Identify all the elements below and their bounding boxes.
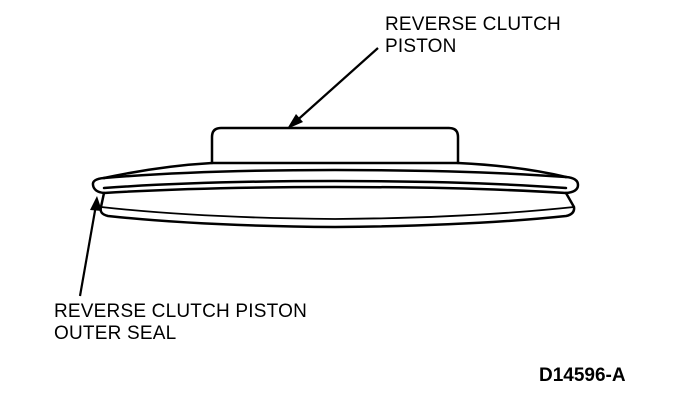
seal-lip (102, 185, 568, 195)
outer-seal-upper (102, 168, 568, 180)
figure-id: D14596-A (539, 365, 626, 386)
seal-left-end (91, 176, 106, 195)
outer-seal-lower-edge (102, 179, 568, 190)
piston-callout-line1: REVERSE CLUTCH (385, 14, 561, 35)
outer-seal-callout-line1: REVERSE CLUTCH PISTON (54, 301, 308, 322)
seal-leader (78, 204, 98, 297)
outer-seal-callout-label: REVERSE CLUTCH PISTON OUTER SEAL (54, 301, 307, 345)
piston-body-band (100, 206, 575, 220)
piston-body-lower (99, 191, 576, 229)
piston-top-surface (102, 161, 568, 180)
outer-seal-callout-line2: OUTER SEAL (54, 323, 177, 344)
seal-arrowhead (90, 196, 102, 211)
piston-callout-line2: PISTON (385, 36, 457, 57)
piston-arrowhead (287, 114, 303, 129)
piston-hub (210, 126, 460, 165)
piston-leader (292, 47, 379, 125)
piston-callout-label: REVERSE CLUTCH PISTON (385, 14, 561, 58)
seal-right-end (564, 175, 580, 195)
